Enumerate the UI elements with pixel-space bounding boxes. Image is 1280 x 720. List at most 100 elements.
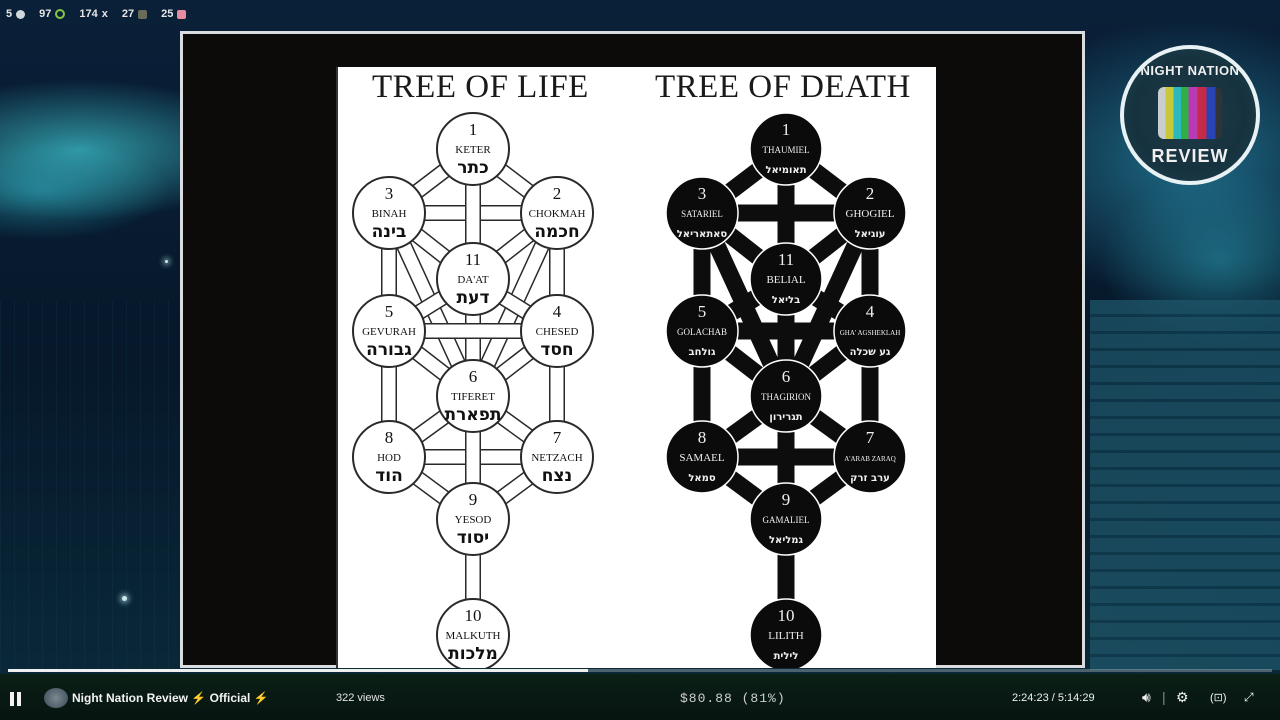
badge-icon xyxy=(16,9,26,19)
sephira-node xyxy=(665,420,739,494)
sephira-number: 1 xyxy=(782,120,791,139)
stat-rumble: 97 xyxy=(39,8,66,20)
logo-top-text: NIGHT NATION xyxy=(1140,63,1240,78)
sephira-number: 10 xyxy=(778,606,795,625)
settings-icon[interactable]: ⚙︎ xyxy=(1176,689,1189,705)
fullscreen-icon[interactable]: ⤢ xyxy=(1244,690,1254,704)
sephira-hebrew: גע שכלה xyxy=(850,347,891,358)
sephira-number: 10 xyxy=(465,606,482,625)
sephira-node xyxy=(520,294,594,368)
channel-name: Night Nation Review xyxy=(72,691,189,705)
channel-name-link[interactable]: Night Nation Review ⚡ Official ⚡ xyxy=(72,691,269,705)
background-star xyxy=(122,596,127,601)
sephira-number: 6 xyxy=(782,367,791,386)
sephira-number: 4 xyxy=(866,302,875,321)
sephira-node xyxy=(833,176,907,250)
sephira-name: BINAH xyxy=(372,208,407,220)
sephira-hebrew: תפארת xyxy=(444,405,501,425)
sephira-hebrew: גבורה xyxy=(366,340,412,360)
sephira-hebrew: נצח xyxy=(542,466,572,486)
tree-of-life-title: TREE OF LIFE xyxy=(372,69,589,105)
sephira-node xyxy=(665,176,739,250)
sephira-name: CHOKMAH xyxy=(529,208,586,220)
sephira-hebrew: הוד xyxy=(375,466,403,486)
sephira-number: 3 xyxy=(698,184,707,203)
sephira-node xyxy=(833,294,907,368)
sephira-name: MALKUTH xyxy=(446,630,501,642)
sephira-name: THAGIRION xyxy=(761,392,811,402)
channel-logo: NIGHT NATION REVIEW xyxy=(1120,45,1260,185)
sephira-name: GHOGIEL xyxy=(846,208,895,220)
sephira-name: BELIAL xyxy=(766,274,805,286)
sephira-name: HOD xyxy=(377,452,401,464)
sephira-number: 5 xyxy=(698,302,707,321)
sephira-number: 6 xyxy=(469,367,478,386)
tree-of-death-title: TREE OF DEATH xyxy=(655,69,911,105)
sephira-hebrew: מלכות xyxy=(448,644,498,664)
background-data-panel xyxy=(1090,300,1280,670)
sephira-node xyxy=(749,482,823,556)
rumble-icon xyxy=(55,9,66,19)
sephira-number: 4 xyxy=(553,302,562,321)
divider: | xyxy=(1162,689,1166,705)
sephira-name: TIFERET xyxy=(451,391,495,403)
player-control-bar: Night Nation Review ⚡ Official ⚡ 322 vie… xyxy=(0,674,1280,720)
pause-icon xyxy=(17,692,21,706)
view-count: 322 views xyxy=(336,692,385,704)
sephira-hebrew: גולחב xyxy=(689,347,716,358)
captions-icon[interactable]: (⊡) xyxy=(1210,692,1227,704)
tv-test-pattern-icon xyxy=(1158,87,1222,139)
lightning-icon: ⚡ xyxy=(253,691,269,705)
stat-value: 25 xyxy=(161,8,174,20)
sephira-name: GAMALIEL xyxy=(763,515,810,525)
sephira-number: 2 xyxy=(866,184,875,203)
volume-icon[interactable]: 🔊︎ xyxy=(1142,689,1151,705)
lightning-icon: ⚡ xyxy=(191,691,207,705)
tree-svg: 1KETERכתר2CHOKMAHחכמה3BINAHבינה4CHESEDחס… xyxy=(336,67,907,668)
sephira-name: CHESED xyxy=(536,326,579,338)
stat-gifts: 25 xyxy=(161,8,187,20)
sephira-hebrew: עוגיאל xyxy=(855,229,886,240)
sephira-hebrew: בליאל xyxy=(772,295,800,306)
sephira-hebrew: סמאל xyxy=(688,473,716,484)
progress-bar[interactable] xyxy=(8,669,1272,672)
sephira-node xyxy=(436,598,510,668)
sephira-node xyxy=(749,242,823,316)
stat-value: 5 xyxy=(6,8,13,20)
sephira-node xyxy=(436,359,510,433)
sephira-node xyxy=(520,176,594,250)
channel-avatar[interactable] xyxy=(44,688,68,708)
sephira-node xyxy=(436,112,510,186)
stat-minus: 27 xyxy=(121,8,148,20)
sephira-number: 11 xyxy=(465,250,481,269)
sephira-hebrew: תאומיאל xyxy=(765,165,806,176)
sephira-name: GHA' AGSHEKLAH xyxy=(840,329,901,337)
sephira-hebrew: סאתאריאל xyxy=(677,229,728,240)
sephira-number: 9 xyxy=(469,490,478,509)
multiplier-icon: x xyxy=(101,8,108,20)
time-display: 2:24:23 / 5:14:29 xyxy=(1012,692,1095,704)
sephira-node xyxy=(749,112,823,186)
sephira-name: YESOD xyxy=(455,514,492,526)
sephira-hebrew: חכמה xyxy=(534,222,579,242)
progress-fill xyxy=(8,669,589,672)
sephira-node xyxy=(833,420,907,494)
background-grid xyxy=(0,300,180,670)
sephira-node xyxy=(436,242,510,316)
pause-button[interactable] xyxy=(10,692,24,706)
sephira-number: 11 xyxy=(778,250,794,269)
background-star xyxy=(165,260,168,263)
sephira-hebrew: ערב זרק xyxy=(850,473,890,484)
gift-icon xyxy=(177,9,187,19)
stat-value: 27 xyxy=(121,8,135,20)
sephira-number: 1 xyxy=(469,120,478,139)
stream-stats: 5 97 174 x 27 25 xyxy=(6,4,187,24)
sephira-number: 8 xyxy=(698,428,707,447)
sephira-number: 9 xyxy=(782,490,791,509)
stat-value: 174 xyxy=(79,8,98,20)
sephira-node xyxy=(352,176,426,250)
sephira-number: 8 xyxy=(385,428,394,447)
stat-multiplier: 174 x xyxy=(79,8,107,20)
sephira-hebrew: כתר xyxy=(457,158,488,178)
